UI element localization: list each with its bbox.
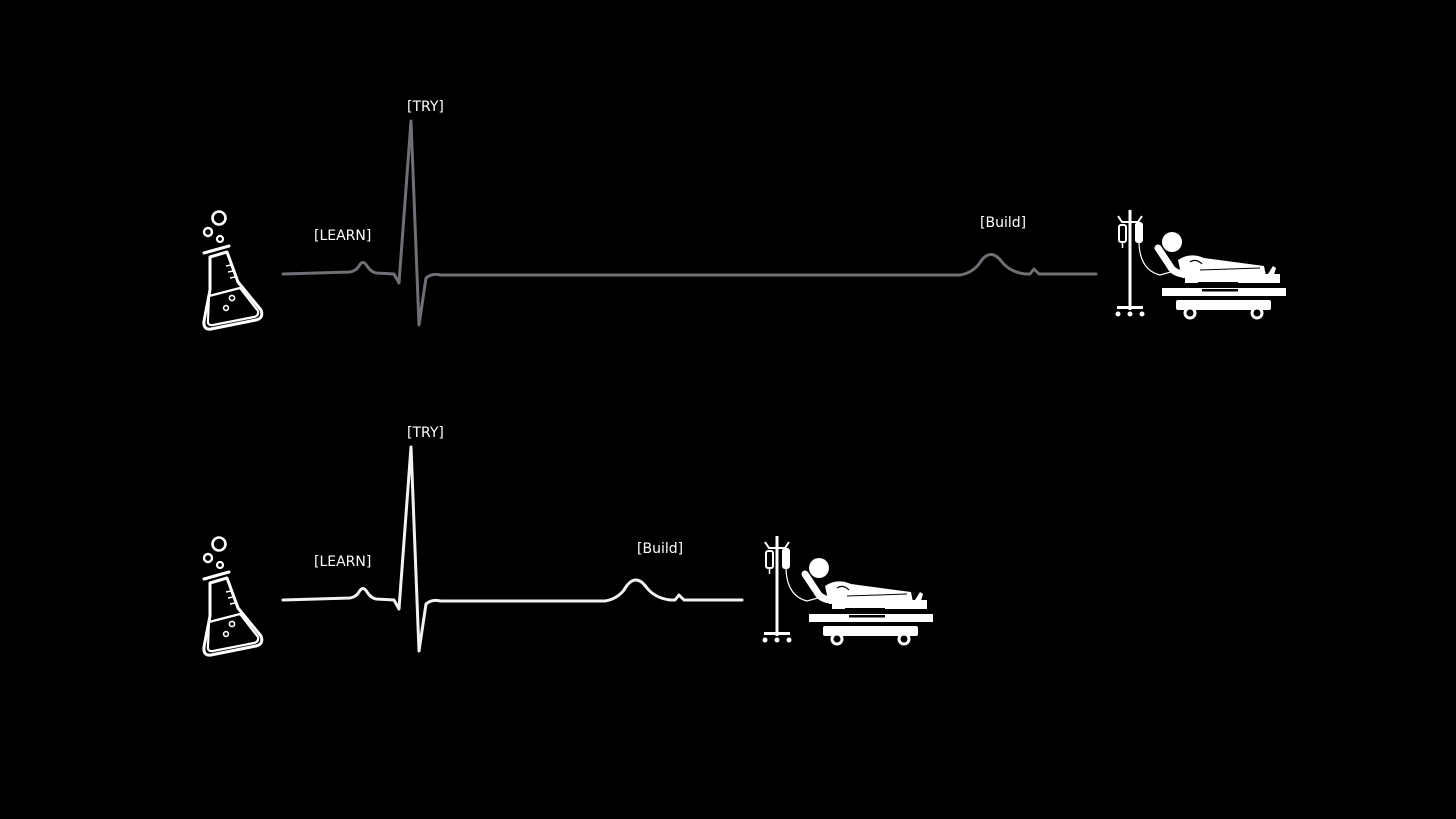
hospital-bed-iv-icon — [763, 536, 934, 646]
try-label: [TRY] — [407, 425, 444, 441]
flask-icon — [202, 536, 264, 657]
build-label: [Build] — [637, 541, 684, 557]
heartbeat-trace — [281, 445, 744, 653]
learn-label: [LEARN] — [314, 554, 372, 570]
flask-icon — [202, 210, 264, 331]
hospital-bed-iv-icon — [1116, 210, 1287, 320]
heartbeat-trace — [281, 119, 1098, 327]
learn-label: [LEARN] — [314, 228, 372, 244]
build-label: [Build] — [980, 215, 1027, 231]
try-label: [TRY] — [407, 99, 444, 115]
